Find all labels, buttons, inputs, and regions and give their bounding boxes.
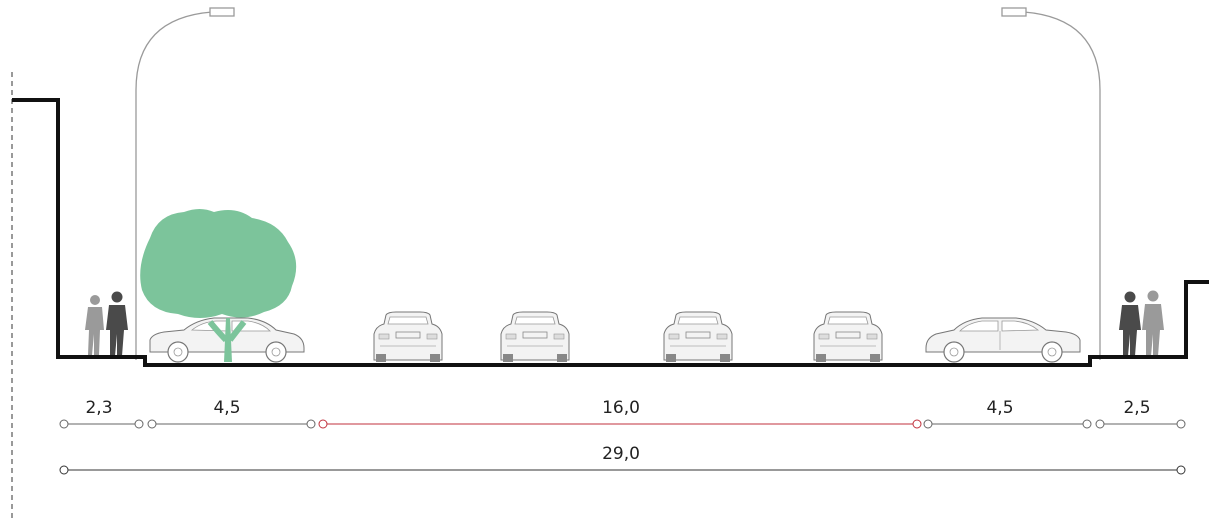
dimension-lines: [59, 419, 1186, 475]
tree: [140, 209, 297, 362]
streetlight-right: [1001, 7, 1101, 360]
dim-sidewalk-right: 2,5: [1123, 398, 1150, 418]
car-front-2: [500, 311, 570, 363]
car-side-right: [925, 317, 1081, 363]
streetlight-left: [135, 7, 235, 360]
car-back-1: [663, 311, 733, 363]
car-back-2: [813, 311, 883, 363]
dim-parking-left: 4,5: [213, 398, 240, 418]
dim-carriageway: 16,0: [602, 398, 640, 418]
dim-parking-right: 4,5: [986, 398, 1013, 418]
car-front-1: [373, 311, 443, 363]
pedestrians-right: [1119, 290, 1164, 356]
ground-profile: [12, 98, 1209, 367]
dim-sidewalk-left: 2,3: [85, 398, 112, 418]
pedestrians-left: [85, 291, 128, 356]
dim-total: 29,0: [602, 444, 640, 464]
